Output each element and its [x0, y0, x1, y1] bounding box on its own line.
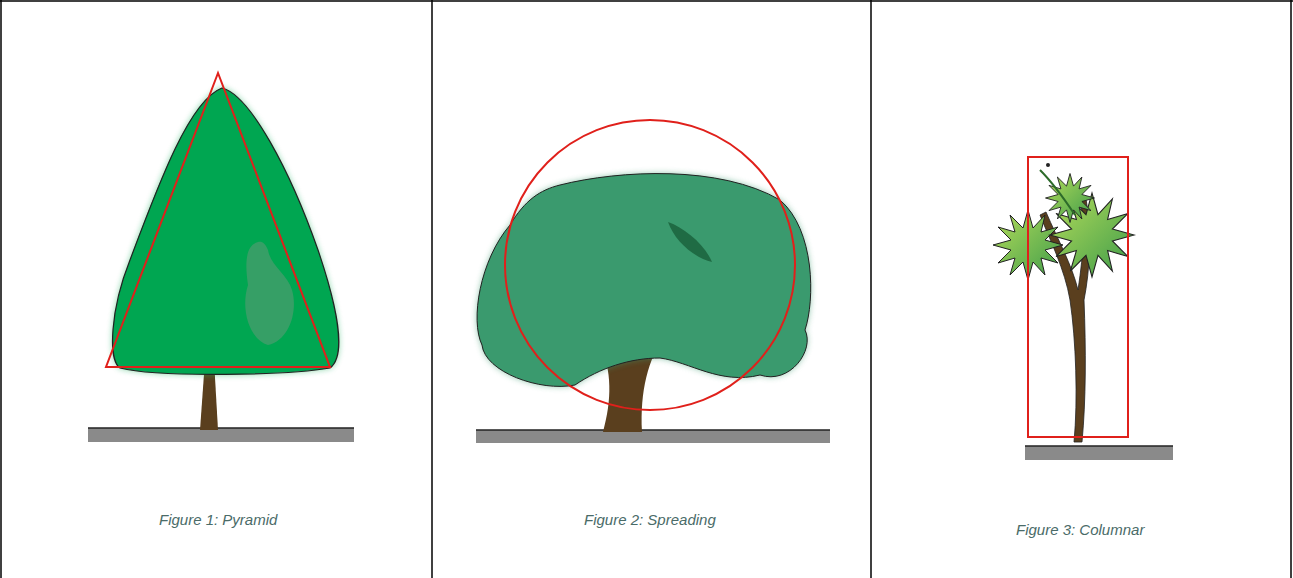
- figure-caption: Figure 1: Pyramid: [159, 511, 277, 528]
- pyramid-tree: [88, 73, 354, 442]
- columnar-tree: [993, 157, 1173, 460]
- figure-caption: Figure 3: Columnar: [1016, 521, 1144, 538]
- figure-caption: Figure 2: Spreading: [584, 511, 716, 528]
- spreading-tree: [476, 120, 830, 443]
